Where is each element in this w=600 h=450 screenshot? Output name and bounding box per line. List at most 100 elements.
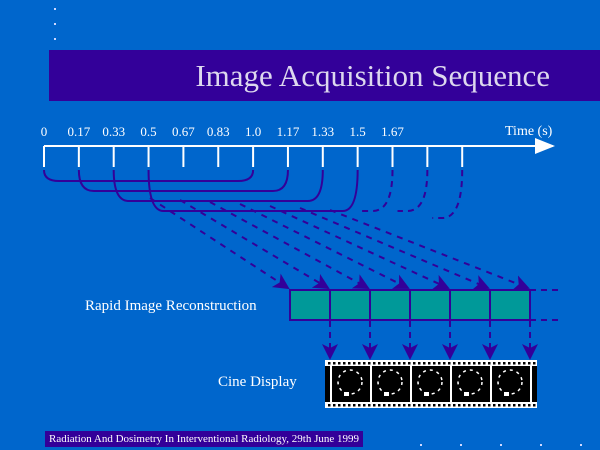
sprocket-hole xyxy=(483,404,486,407)
sprocket-hole xyxy=(523,404,526,407)
recon-frame xyxy=(449,289,491,321)
sprocket-hole xyxy=(498,404,501,407)
pending-arc xyxy=(397,169,429,212)
sprocket-hole xyxy=(423,362,426,365)
sprocket-hole xyxy=(418,404,421,407)
sprocket-hole xyxy=(438,404,441,407)
sprocket-hole xyxy=(348,404,351,407)
sprocket-hole xyxy=(483,362,486,365)
sprocket-hole xyxy=(338,362,341,365)
sprocket-hole xyxy=(438,362,441,365)
sprocket-hole xyxy=(533,362,536,365)
sprocket-hole xyxy=(368,404,371,407)
pending-arc xyxy=(357,169,394,212)
footer-dot xyxy=(420,444,422,446)
sprocket-hole xyxy=(528,404,531,407)
sprocket-hole xyxy=(458,404,461,407)
frame-image-icon xyxy=(457,369,483,395)
film-body xyxy=(325,366,537,402)
tick-label: 0 xyxy=(40,124,48,139)
sprocket-hole xyxy=(343,362,346,365)
sprocket-hole xyxy=(388,404,391,407)
frame-divider xyxy=(370,366,372,402)
sprocket-hole xyxy=(353,404,356,407)
sprocket-hole xyxy=(493,404,496,407)
sprocket-hole xyxy=(413,404,416,407)
sprocket-hole xyxy=(533,404,536,407)
frame-image-icon xyxy=(384,392,389,396)
frame-image-icon xyxy=(464,392,469,396)
sprocket-hole xyxy=(488,362,491,365)
frame-divider xyxy=(450,366,452,402)
recon-arrow xyxy=(239,203,410,289)
tick-label: 0.33 xyxy=(102,124,126,139)
sprocket-hole xyxy=(473,404,476,407)
sprocket-hole xyxy=(333,362,336,365)
frame-image-icon xyxy=(377,369,403,395)
sprocket-hole xyxy=(403,362,406,365)
bullet-dot xyxy=(54,38,56,40)
sprocket-hole xyxy=(363,404,366,407)
sprocket-hole xyxy=(378,404,381,407)
sprocket-hole xyxy=(383,404,386,407)
tick-label: 0.67 xyxy=(172,124,195,139)
frame-image-icon xyxy=(497,369,523,395)
frame-divider xyxy=(330,366,332,402)
sprocket-hole xyxy=(398,362,401,365)
sprocket-hole xyxy=(343,404,346,407)
sprocket-hole xyxy=(503,362,506,365)
recon-frame xyxy=(329,289,371,321)
sprocket-hole xyxy=(418,362,421,365)
sprocket-hole xyxy=(453,362,456,365)
sprocket-hole xyxy=(338,404,341,407)
sprocket-hole xyxy=(403,404,406,407)
sprocket-hole xyxy=(433,404,436,407)
recon-frame xyxy=(289,289,331,321)
sprocket-hole xyxy=(383,362,386,365)
sprocket-hole xyxy=(353,362,356,365)
frame-image-icon xyxy=(504,392,509,396)
sprocket-hole xyxy=(478,404,481,407)
sprocket-hole xyxy=(413,362,416,365)
sprocket-hole xyxy=(328,362,331,365)
frame-divider xyxy=(490,366,492,402)
recon-arrow xyxy=(209,201,370,289)
sprocket-hole xyxy=(328,404,331,407)
recon-arrow xyxy=(329,209,530,291)
sprocket-hole xyxy=(398,404,401,407)
tick-label: 1.0 xyxy=(244,124,262,139)
sprocket-hole xyxy=(513,362,516,365)
sprocket-hole xyxy=(448,362,451,365)
sprocket-hole xyxy=(428,404,431,407)
sprocket-hole xyxy=(523,362,526,365)
sprocket-hole xyxy=(528,362,531,365)
sprocket-hole xyxy=(473,362,476,365)
recon-arrow xyxy=(149,197,290,290)
recon-frame xyxy=(489,289,531,321)
sprocket-hole xyxy=(498,362,501,365)
recon-arrow xyxy=(299,207,490,290)
sprocket-hole xyxy=(518,362,521,365)
sprocket-hole xyxy=(368,362,371,365)
sprocket-hole xyxy=(518,404,521,407)
footer-dot xyxy=(500,444,502,446)
sprocket-hole xyxy=(423,404,426,407)
sprocket-hole xyxy=(393,362,396,365)
tick-label: 1.17 xyxy=(276,124,300,139)
frame-image-icon xyxy=(344,392,349,396)
recon-frame xyxy=(409,289,451,321)
sprocket-hole xyxy=(468,404,471,407)
sprocket-hole xyxy=(493,362,496,365)
sprocket-hole xyxy=(448,404,451,407)
footer-dot xyxy=(460,444,462,446)
tick-label: 0.5 xyxy=(140,124,157,139)
sprocket-hole xyxy=(433,362,436,365)
sprocket-hole xyxy=(408,404,411,407)
sprocket-hole xyxy=(478,362,481,365)
recon-arrow xyxy=(269,205,450,290)
tick-label: 1.33 xyxy=(311,124,335,139)
sprocket-hole xyxy=(388,362,391,365)
axis-label: Time (s) xyxy=(505,124,553,139)
title-bar: Image Acquisition Sequence xyxy=(49,50,600,101)
recon-label: Rapid Image Reconstruction xyxy=(85,298,257,314)
